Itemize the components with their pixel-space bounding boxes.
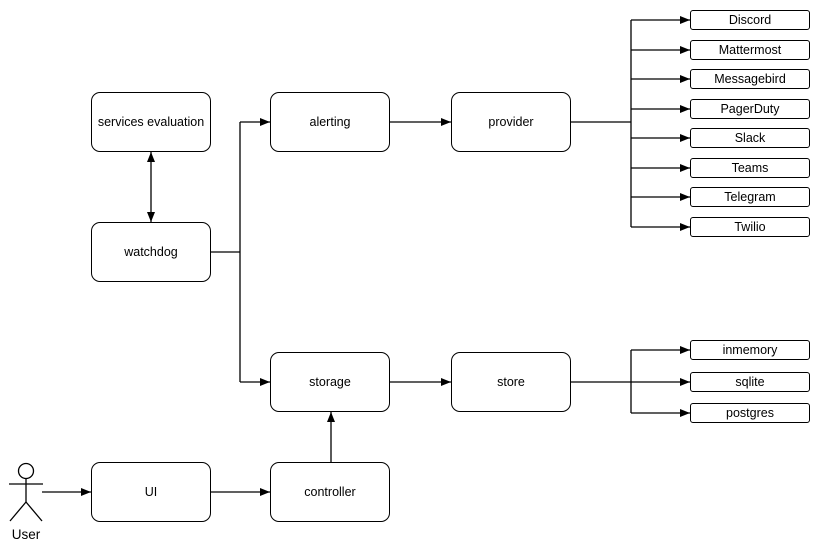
node-alerting-label: alerting (309, 115, 351, 129)
user-actor-label: User (11, 527, 41, 542)
provider-leaf-label: Messagebird (714, 72, 786, 86)
node-store: store (451, 352, 571, 412)
node-watchdog-label: watchdog (124, 245, 178, 259)
node-store-label: store (497, 375, 525, 389)
provider-leaf-label: Telegram (724, 190, 776, 204)
store-leaf-postgres: postgres (690, 403, 810, 423)
node-provider-label: provider (488, 115, 534, 129)
provider-leaf-telegram: Telegram (690, 187, 810, 207)
node-controller-label: controller (304, 485, 356, 499)
provider-leaf-pagerduty: PagerDuty (690, 99, 810, 119)
provider-leaf-label: Slack (734, 131, 766, 145)
provider-leaf-teams: Teams (690, 158, 810, 178)
provider-leaf-label: Discord (728, 13, 772, 27)
store-leaf-inmemory: inmemory (690, 340, 810, 360)
provider-leaf-label: Teams (731, 161, 769, 175)
store-leaf-sqlite: sqlite (690, 372, 810, 392)
node-storage-label: storage (309, 375, 351, 389)
provider-leaf-label: Mattermost (718, 43, 782, 57)
provider-leaf-mattermost: Mattermost (690, 40, 810, 60)
provider-leaf-label: PagerDuty (720, 102, 780, 116)
provider-leaf-twilio: Twilio (690, 217, 810, 237)
node-services-evaluation-label: services evaluation (97, 115, 205, 129)
node-ui: UI (91, 462, 211, 522)
node-alerting: alerting (270, 92, 390, 152)
node-provider: provider (451, 92, 571, 152)
store-leaf-label: sqlite (735, 375, 765, 389)
provider-leaf-slack: Slack (690, 128, 810, 148)
store-leaf-label: inmemory (722, 343, 778, 357)
user-actor-icon (9, 462, 43, 522)
provider-leaf-discord: Discord (690, 10, 810, 30)
provider-leaf-label: Twilio (734, 220, 766, 234)
node-services-evaluation: services evaluation (91, 92, 211, 152)
node-ui-label: UI (144, 485, 158, 499)
node-watchdog: watchdog (91, 222, 211, 282)
provider-leaf-messagebird: Messagebird (690, 69, 810, 89)
node-controller: controller (270, 462, 390, 522)
node-storage: storage (270, 352, 390, 412)
store-leaf-label: postgres (726, 406, 774, 420)
